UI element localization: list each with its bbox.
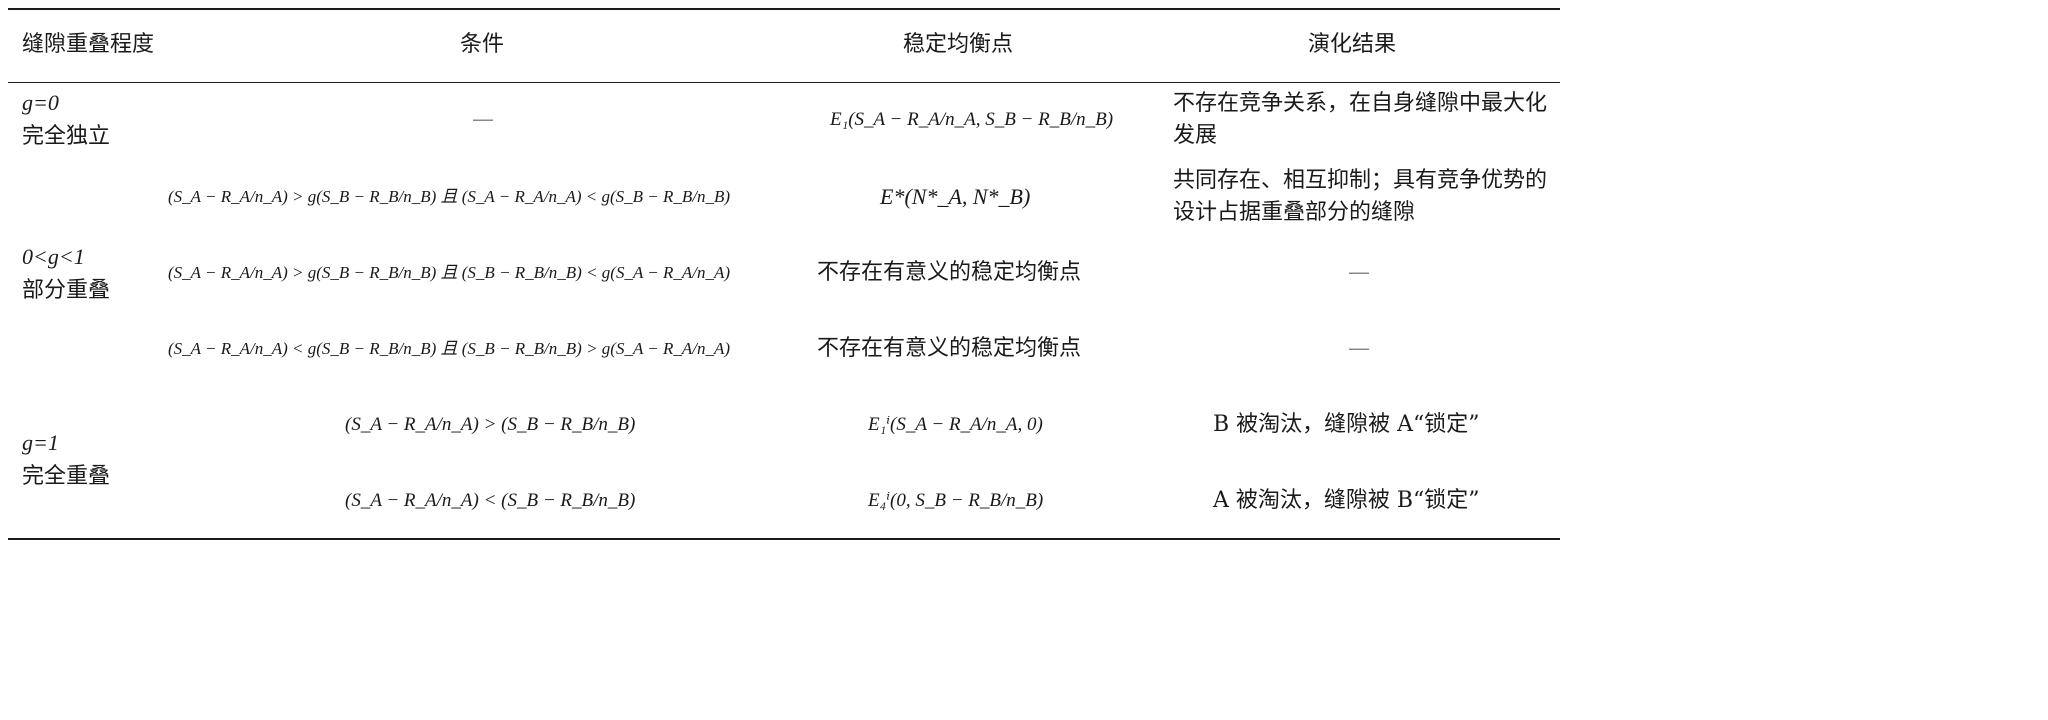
header-equilibrium: 稳定均衡点 <box>903 32 1014 57</box>
condition-row-1: (S_A − R_A/n_A) > g(S_B − R_B/n_B) 且 (S_… <box>168 187 731 206</box>
result-row-0: 不存在竞争关系，在自身缝隙中最大化发展 <box>1173 91 1548 148</box>
overlap-g1-label: 完全重叠 <box>22 464 111 489</box>
condition-row-4: (S_A − R_A/n_A) > (S_B − R_B/n_B) <box>345 414 636 435</box>
equilibrium-row-4: E₁ⁱ(S_A − R_A/n_A, 0) <box>868 414 1043 435</box>
equilibrium-row-5: E₄ⁱ(0, S_B − R_B/n_B) <box>868 490 1044 511</box>
overlap-g0-label: 完全独立 <box>22 124 111 149</box>
overlap-partial-label: 部分重叠 <box>22 278 111 303</box>
table-header-rule <box>8 82 1560 83</box>
condition-row-3: (S_A − R_A/n_A) < g(S_B − R_B/n_B) 且 (S_… <box>168 339 731 358</box>
equilibrium-row-2: 不存在有意义的稳定均衡点 <box>817 260 1082 285</box>
result-row-2: — <box>1348 260 1370 285</box>
header-result: 演化结果 <box>1308 32 1397 57</box>
table-top-rule <box>8 8 1560 10</box>
condition-row-0: — <box>472 107 494 132</box>
result-row-4: B 被淘汰，缝隙被 A“锁定” <box>1213 412 1480 437</box>
result-row-3: — <box>1348 336 1370 361</box>
header-overlap: 缝隙重叠程度 <box>22 32 155 57</box>
equilibrium-row-3: 不存在有意义的稳定均衡点 <box>817 336 1082 361</box>
equilibrium-row-1: E*(N*_A, N*_B) <box>880 184 1031 209</box>
table-bottom-rule <box>8 538 1560 540</box>
condition-row-5: (S_A − R_A/n_A) < (S_B − R_B/n_B) <box>345 490 636 511</box>
overlap-partial-value: 0<g<1 <box>22 244 85 269</box>
condition-row-2: (S_A − R_A/n_A) > g(S_B − R_B/n_B) 且 (S_… <box>168 263 731 282</box>
overlap-g1-value: g=1 <box>22 430 59 455</box>
result-row-1: 共同存在、相互抑制；具有竞争优势的设计占据重叠部分的缝隙 <box>1173 168 1548 225</box>
equilibrium-row-0: E₁(S_A − R_A/n_A, S_B − R_B/n_B) <box>830 109 1114 130</box>
overlap-g0-value: g=0 <box>22 90 59 115</box>
result-row-5: A 被淘汰，缝隙被 B“锁定” <box>1213 488 1480 513</box>
header-condition: 条件 <box>460 32 505 57</box>
